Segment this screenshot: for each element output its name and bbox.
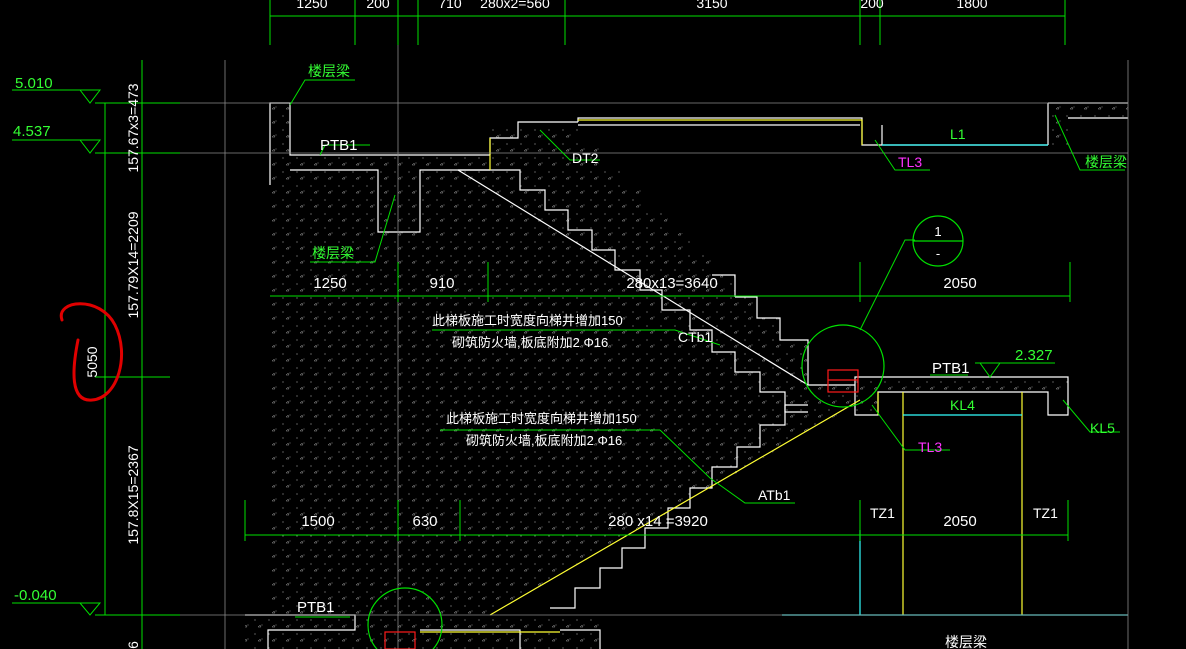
label-kl4: KL4 xyxy=(950,397,975,413)
label-floor-beam-mid: 楼层梁 xyxy=(312,245,354,261)
elevation-5010: 5.010 xyxy=(15,75,53,92)
lower-dim-2: 630 xyxy=(412,513,437,530)
label-tl3-mid: TL3 xyxy=(918,439,942,455)
label-dt2: DT2 xyxy=(572,150,599,166)
mid-dim-4: 2050 xyxy=(943,275,976,292)
mid-dim-2: 910 xyxy=(429,275,454,292)
elevation-4537: 4.537 xyxy=(13,123,51,140)
label-ctb1: CTb1 xyxy=(678,329,712,345)
label-floor-beam-bottom: 楼层梁 xyxy=(945,634,987,649)
note-1-line-2: 砌筑防火墙,板底附加2 Φ16 xyxy=(452,335,608,350)
top-dim-2: 200 xyxy=(366,0,390,11)
lower-dim-3: 280 x14 =3920 xyxy=(608,513,708,530)
detail-circles xyxy=(367,215,964,649)
vdim-bottom: 157.8X15=2367 xyxy=(125,445,141,544)
yellow-lines xyxy=(420,119,1023,633)
lower-dim-4: 2050 xyxy=(943,513,976,530)
vdim-tail: 6 xyxy=(125,641,141,649)
note-2-line-2: 砌筑防火墙,板底附加2 Φ16 xyxy=(466,433,622,448)
top-dim-3: 710 xyxy=(438,0,462,11)
label-ptb-bottom: PTB1 xyxy=(297,599,335,616)
top-dim-5: 3150 xyxy=(696,0,727,11)
label-atb1: ATb1 xyxy=(758,487,791,503)
vdim-top: 157.67x3=473 xyxy=(125,83,141,172)
elevation-2327: 2.327 xyxy=(1015,347,1053,364)
label-ptb-top: PTB1 xyxy=(320,137,358,154)
annotation-circle xyxy=(59,302,124,402)
detail-circle-bottom xyxy=(367,587,443,649)
label-l1: L1 xyxy=(950,126,966,142)
top-dim-1: 1250 xyxy=(296,0,327,11)
mid-dim-3: 280x13=3640 xyxy=(626,275,717,292)
detail-marker-top: 1 xyxy=(934,224,941,239)
top-dim-7: 1800 xyxy=(956,0,987,11)
note-2-line-1: 此梯板施工时宽度向梯井增加150 xyxy=(446,411,637,426)
label-kl5: KL5 xyxy=(1090,420,1115,436)
label-ptb-mid: PTB1 xyxy=(932,360,970,377)
label-tz1-left: TZ1 xyxy=(870,505,895,521)
label-tz1-right: TZ1 xyxy=(1033,505,1058,521)
top-dim-6: 200 xyxy=(860,0,884,11)
vdim-mid: 157.79X14=2209 xyxy=(125,211,141,318)
label-tl3-top: TL3 xyxy=(898,154,922,170)
detail-marker-bottom: - xyxy=(936,246,940,261)
lower-dim-1: 1500 xyxy=(301,513,334,530)
elevation-minus-0040: -0.040 xyxy=(14,587,57,604)
label-floor-beam-top-right: 楼层梁 xyxy=(1085,154,1127,170)
note-1-line-1: 此梯板施工时宽度向梯井增加150 xyxy=(432,313,623,328)
vdim-total: 5050 xyxy=(84,346,100,377)
detail-circle-mid xyxy=(801,324,885,408)
red-marks xyxy=(384,369,859,649)
top-dim-4: 280x2=560 xyxy=(480,0,550,11)
mid-dim-1: 1250 xyxy=(313,275,346,292)
label-floor-beam-top-left: 楼层梁 xyxy=(308,63,350,79)
dimension-lines xyxy=(12,0,1125,649)
